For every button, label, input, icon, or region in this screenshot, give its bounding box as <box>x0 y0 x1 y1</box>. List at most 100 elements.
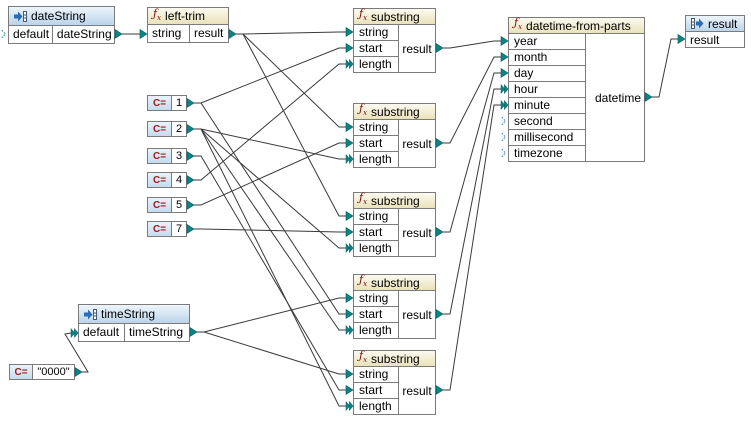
port-out-substring-year-result[interactable] <box>435 43 444 53</box>
port-out-constant-4[interactable] <box>186 175 195 185</box>
port-in-substring-month-start[interactable] <box>345 138 354 148</box>
datestring-value-cell: dateString <box>56 27 112 41</box>
port-out-substring-hour-result[interactable] <box>435 309 444 319</box>
connection-substring-month-to-datetime-month[interactable] <box>443 56 501 144</box>
connection-lefttrim-to-substring-year-string[interactable] <box>236 31 346 35</box>
connection-substring-hour-to-datetime-hour[interactable] <box>443 88 501 315</box>
constant-5[interactable]: C= 5 <box>147 197 187 213</box>
port-in-result[interactable] <box>677 34 686 44</box>
datetime-input-timezone: timezone <box>514 146 563 160</box>
constant-4[interactable]: C= 4 <box>147 172 187 188</box>
port-out-substring-day-result[interactable] <box>435 227 444 237</box>
port-out-constant-3[interactable] <box>186 151 195 161</box>
port-out-datetime[interactable] <box>644 92 653 102</box>
substring-day-input-length: length <box>359 241 392 255</box>
port-in-substring-day-string[interactable] <box>345 211 354 221</box>
port-in-substring-minute-start[interactable] <box>345 385 354 395</box>
constant-7[interactable]: C= 7 <box>147 221 187 237</box>
connection-constant2-to-substring-month-length[interactable] <box>194 128 346 160</box>
substring-year-input-start: start <box>354 41 398 57</box>
datetime-input-millisecond: millisecond <box>509 130 585 146</box>
function-icon: ƒx <box>153 6 162 23</box>
datetime-input-day: day <box>509 66 585 82</box>
component-result[interactable]: result result <box>685 15 745 48</box>
substring-year-input-string: string <box>354 25 398 41</box>
connection-constant1-to-substring-year-start[interactable] <box>194 47 346 104</box>
port-in-datetime-millisecond[interactable] <box>501 132 507 142</box>
port-out-substring-month-result[interactable] <box>435 138 444 148</box>
connection-constant2-to-substring-day-length[interactable] <box>194 128 346 249</box>
constant-value: 7 <box>175 223 183 235</box>
port-in-datetime-second[interactable] <box>501 116 507 126</box>
connection-constant2-to-substring-minute-length[interactable] <box>194 128 346 407</box>
port-in-substring-hour-string[interactable] <box>345 293 354 303</box>
connection-substring-year-to-datetime-year[interactable] <box>443 40 501 49</box>
substring-month-output-result: result <box>402 137 432 151</box>
constant-0000[interactable]: C= "0000" <box>9 364 75 380</box>
constant-value: "0000" <box>37 366 70 378</box>
component-datestring[interactable]: dateString default dateString <box>8 6 115 44</box>
port-in-substring-hour-start[interactable] <box>345 309 354 319</box>
port-out-constant-0000[interactable] <box>74 367 83 377</box>
connection-timestring-to-substring-hour-string[interactable] <box>197 297 346 333</box>
substring-year-output-result: result <box>402 42 432 56</box>
port-out-constant-1[interactable] <box>186 98 195 108</box>
port-out-timestring[interactable] <box>189 327 198 337</box>
port-in-lefttrim-string[interactable] <box>139 29 148 39</box>
port-in-substring-year-start[interactable] <box>345 43 354 53</box>
connection-constant5-to-substring-month-start[interactable] <box>194 142 346 206</box>
result-row: result <box>690 33 720 47</box>
output-component-icon <box>691 18 704 29</box>
component-timestring[interactable]: timeString default timeString <box>78 304 190 342</box>
connection-constant1-to-substring-hour-start[interactable] <box>194 102 346 315</box>
constant-value: 1 <box>175 97 183 109</box>
connection-constant7-to-substring-day-start[interactable] <box>194 228 346 233</box>
connection-datetime-to-result[interactable] <box>652 38 678 98</box>
port-in-substring-minute-string[interactable] <box>345 369 354 379</box>
port-in-datetime-month[interactable] <box>500 52 509 62</box>
port-in-substring-day-start[interactable] <box>345 227 354 237</box>
input-ports-optional-connected <box>70 59 509 411</box>
connection-constant4-to-substring-year-length[interactable] <box>194 63 346 181</box>
port-out-datestring[interactable] <box>114 29 123 39</box>
connection-constant3-to-substring-minute-start[interactable] <box>194 155 346 391</box>
datestring-default-cell: default <box>9 26 53 44</box>
port-in-datestring-default[interactable] <box>1 29 7 39</box>
connection-substring-day-to-datetime-day[interactable] <box>443 72 501 233</box>
connection-lefttrim-to-substring-month-string[interactable] <box>236 33 346 128</box>
function-title: substring <box>371 193 420 208</box>
port-in-datetime-timezone[interactable] <box>501 148 507 158</box>
function-title: substring <box>371 351 420 366</box>
port-out-substring-minute-result[interactable] <box>435 385 444 395</box>
component-title: result <box>708 16 738 31</box>
port-out-lefttrim-result[interactable] <box>228 29 237 39</box>
port-out-constant-2[interactable] <box>186 124 195 134</box>
port-in-substring-month-string[interactable] <box>345 122 354 132</box>
constant-1[interactable]: C= 1 <box>147 95 187 111</box>
port-out-constant-5[interactable] <box>186 200 195 210</box>
connection-constant2-to-substring-hour-length[interactable] <box>194 128 346 331</box>
port-in-datetime-year[interactable] <box>500 36 509 46</box>
constant-value: 3 <box>175 150 183 162</box>
component-title: timeString <box>101 307 156 321</box>
function-left-trim[interactable]: ƒx left-trim string result <box>147 7 229 43</box>
datetime-input-second: second <box>509 114 585 130</box>
constant-3[interactable]: C= 3 <box>147 148 187 164</box>
substring-day-output-result: result <box>402 226 432 240</box>
constant-2[interactable]: C= 2 <box>147 121 187 137</box>
connection-lefttrim-to-substring-day-string[interactable] <box>236 33 346 217</box>
connection-substring-minute-to-datetime-minute[interactable] <box>443 104 501 391</box>
datetime-input-year: year <box>509 34 585 50</box>
port-out-constant-7[interactable] <box>186 224 195 234</box>
port-in-substring-year-string[interactable] <box>345 27 354 37</box>
port-in-datetime-day[interactable] <box>500 68 509 78</box>
connection-timestring-to-substring-minute-string[interactable] <box>197 331 346 375</box>
datetime-input-month: month <box>509 50 585 66</box>
constant-icon: C= <box>10 365 33 379</box>
